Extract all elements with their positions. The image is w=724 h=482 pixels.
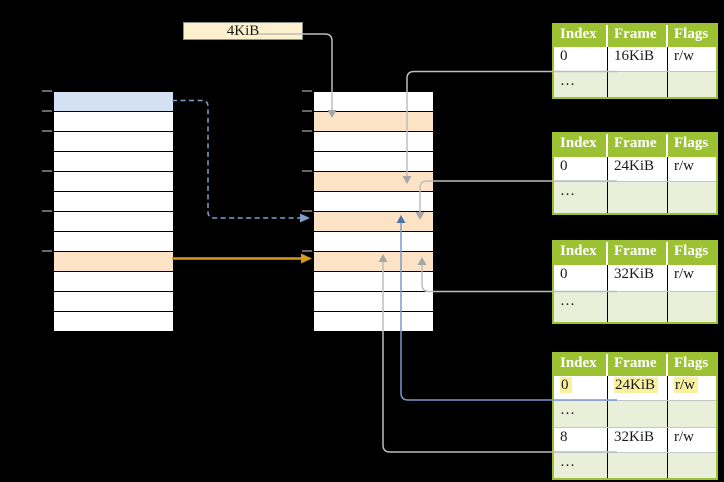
table-row: 0 24KiB r/w bbox=[554, 157, 716, 181]
cell-flags bbox=[668, 453, 716, 478]
table-row-highlighted: 0 24KiB r/w bbox=[554, 376, 716, 400]
memory-row bbox=[54, 232, 173, 252]
cell-index: 0 bbox=[554, 265, 608, 291]
cell-flags bbox=[668, 72, 716, 97]
page-table-4: Index Frame Flags 0 24KiB r/w … 8 32KiB … bbox=[552, 352, 718, 480]
col-header-index: Index bbox=[554, 25, 608, 47]
cell-frame bbox=[608, 453, 668, 478]
memory-row bbox=[54, 192, 173, 212]
col-header-flags: Flags bbox=[674, 26, 709, 42]
cell-frame bbox=[608, 401, 668, 427]
cell-index: 8 bbox=[554, 428, 608, 452]
table-row-ellipsis: … bbox=[554, 181, 716, 213]
physical-memory-column bbox=[313, 91, 434, 332]
table-row: 0 16KiB r/w bbox=[554, 47, 716, 71]
col-header-index: Index bbox=[554, 242, 608, 265]
col-header-frame: Frame bbox=[608, 25, 668, 47]
cell-frame bbox=[608, 72, 668, 97]
cell-flags: r/w bbox=[674, 48, 694, 64]
virtual-memory-column bbox=[53, 91, 174, 332]
table-header-row: Index Frame Flags bbox=[554, 25, 716, 47]
highlight: 24KiB bbox=[614, 377, 659, 393]
table-row-ellipsis: … bbox=[554, 400, 716, 427]
cell-index: 0 bbox=[554, 376, 608, 400]
cell-index: … bbox=[554, 292, 608, 322]
col-header-frame: Frame bbox=[608, 354, 668, 376]
virtual-page-row-orange bbox=[54, 252, 173, 272]
virtual-page-row-blue bbox=[54, 92, 173, 112]
cell-frame: 24KiB bbox=[608, 157, 668, 181]
page-size-label: 4KiB bbox=[226, 23, 260, 39]
table-header-row: Index Frame Flags bbox=[554, 134, 716, 157]
cell-flags: r/w bbox=[668, 376, 716, 400]
physical-frame-row-orange bbox=[314, 172, 433, 192]
physical-frame-row-orange bbox=[314, 252, 433, 272]
cell-index: 0 bbox=[554, 47, 608, 71]
memory-row bbox=[314, 192, 433, 212]
cell-index: … bbox=[554, 72, 608, 97]
cell-index: … bbox=[554, 401, 608, 427]
table-row: 8 32KiB r/w bbox=[554, 427, 716, 452]
cell-index: … bbox=[554, 453, 608, 478]
memory-row bbox=[54, 152, 173, 172]
memory-row bbox=[54, 112, 173, 132]
col-header-index: Index bbox=[554, 134, 608, 157]
col-header-flags: Flags bbox=[674, 355, 709, 371]
page-table-3: Index Frame Flags 0 32KiB r/w … bbox=[552, 240, 718, 324]
cell-index: … bbox=[554, 182, 608, 213]
arrow-virtual-blue-to-frame bbox=[172, 99, 300, 219]
arrowhead-right-icon bbox=[301, 253, 312, 264]
memory-row bbox=[314, 292, 433, 312]
page-size-label-box: 4KiB bbox=[183, 22, 303, 40]
cell-flags: r/w bbox=[674, 266, 694, 282]
memory-row bbox=[54, 312, 173, 331]
highlight: r/w bbox=[674, 377, 698, 393]
table-row: 0 32KiB r/w bbox=[554, 265, 716, 291]
memory-row bbox=[314, 92, 433, 112]
table-header-row: Index Frame Flags bbox=[554, 354, 716, 376]
page-table-1: Index Frame Flags 0 16KiB r/w … bbox=[552, 23, 718, 99]
col-header-flags: Flags bbox=[674, 135, 709, 151]
table-row-ellipsis: … bbox=[554, 291, 716, 322]
memory-row bbox=[54, 172, 173, 192]
cell-frame: 32KiB bbox=[608, 265, 668, 291]
cell-frame: 16KiB bbox=[608, 47, 668, 71]
memory-row bbox=[314, 132, 433, 152]
cell-frame bbox=[608, 182, 668, 213]
highlight: 0 bbox=[560, 377, 572, 393]
page-table-2: Index Frame Flags 0 24KiB r/w … bbox=[552, 132, 718, 215]
cell-flags bbox=[668, 401, 716, 427]
cell-flags: r/w bbox=[674, 158, 694, 174]
table-row-ellipsis: … bbox=[554, 71, 716, 97]
memory-row bbox=[54, 272, 173, 292]
memory-row bbox=[314, 272, 433, 292]
table-row-ellipsis: … bbox=[554, 452, 716, 478]
table-header-row: Index Frame Flags bbox=[554, 242, 716, 265]
memory-row bbox=[54, 212, 173, 232]
cell-flags bbox=[668, 292, 716, 322]
memory-row bbox=[314, 232, 433, 252]
cell-index: 0 bbox=[554, 157, 608, 181]
cell-frame: 24KiB bbox=[608, 376, 668, 400]
cell-flags bbox=[668, 182, 716, 213]
memory-row bbox=[314, 152, 433, 172]
memory-row bbox=[314, 312, 433, 331]
memory-row bbox=[54, 292, 173, 312]
col-header-frame: Frame bbox=[608, 134, 668, 157]
physical-frame-row-orange bbox=[314, 212, 433, 232]
memory-row bbox=[54, 132, 173, 152]
col-header-frame: Frame bbox=[608, 242, 668, 265]
col-header-flags: Flags bbox=[674, 243, 709, 259]
cell-flags: r/w bbox=[674, 429, 694, 445]
cell-frame bbox=[608, 292, 668, 322]
arrowhead-right-icon bbox=[300, 213, 310, 223]
physical-frame-row-orange bbox=[314, 112, 433, 132]
col-header-index: Index bbox=[554, 354, 608, 376]
cell-frame: 32KiB bbox=[608, 428, 668, 452]
